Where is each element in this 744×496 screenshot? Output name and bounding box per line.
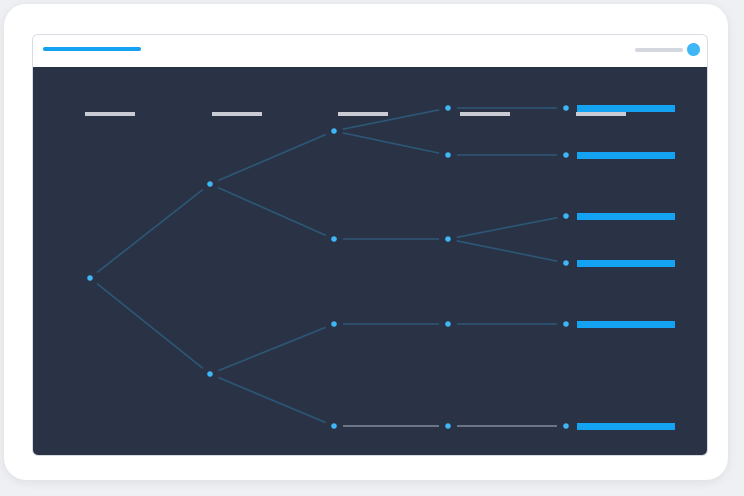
- leaf-bar-n4e[interactable]: [577, 321, 675, 328]
- status-placeholder: [635, 48, 683, 52]
- node-n2d[interactable]: [331, 423, 337, 429]
- leaf-bar-n4f[interactable]: [577, 423, 675, 430]
- node-n3d[interactable]: [445, 321, 451, 327]
- node-n3c[interactable]: [445, 236, 451, 242]
- leaf-bar-n4b[interactable]: [577, 152, 675, 159]
- tree-diagram: [33, 67, 707, 455]
- titlebar: [33, 35, 707, 67]
- node-n2b[interactable]: [331, 236, 337, 242]
- node-n4f[interactable]: [563, 423, 569, 429]
- column-header-4: [460, 112, 510, 116]
- edge-n0-n1a: [96, 188, 204, 274]
- edge-n1a-n2b: [217, 186, 327, 237]
- node-n2c[interactable]: [331, 321, 337, 327]
- title-placeholder: [43, 47, 141, 51]
- edge-n2a-n3b: [342, 132, 440, 154]
- tree-canvas: [33, 67, 707, 455]
- node-n3a[interactable]: [445, 105, 451, 111]
- node-n4b[interactable]: [563, 152, 569, 158]
- edge-n3c-n4d: [456, 240, 558, 262]
- nodes: [87, 105, 569, 429]
- edge-n2a-n3a: [342, 108, 440, 131]
- node-n4a[interactable]: [563, 105, 569, 111]
- leaf-bar-n4d[interactable]: [577, 260, 675, 267]
- node-n2a[interactable]: [331, 128, 337, 134]
- node-n0[interactable]: [87, 275, 93, 281]
- column-header-3: [338, 112, 388, 116]
- node-n1a[interactable]: [207, 181, 213, 187]
- column-headers: [85, 112, 626, 116]
- edge-n1b-n2c: [218, 326, 326, 372]
- column-header-2: [212, 112, 262, 116]
- status-dot-icon[interactable]: [687, 43, 700, 56]
- node-n4d[interactable]: [563, 260, 569, 266]
- preview-card: [4, 4, 728, 480]
- edge-n3c-n4c: [456, 216, 558, 239]
- node-n4e[interactable]: [563, 321, 569, 327]
- node-n4c[interactable]: [563, 213, 569, 219]
- app-window: [32, 34, 708, 456]
- node-n3e[interactable]: [445, 423, 451, 429]
- node-n3b[interactable]: [445, 152, 451, 158]
- edges: [96, 107, 558, 427]
- edge-n0-n1b: [96, 282, 204, 370]
- column-header-5: [576, 112, 626, 116]
- leaf-bars: [577, 105, 675, 430]
- leaf-bar-n4a[interactable]: [577, 105, 675, 112]
- edge-n1a-n2a: [217, 133, 327, 182]
- column-header-1: [85, 112, 135, 116]
- leaf-bar-n4c[interactable]: [577, 213, 675, 220]
- node-n1b[interactable]: [207, 371, 213, 377]
- edge-n1b-n2d: [217, 376, 327, 424]
